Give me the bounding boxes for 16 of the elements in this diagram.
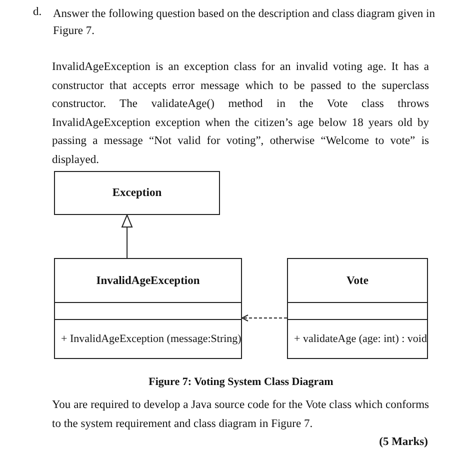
class-box [54,171,220,215]
description-paragraph: InvalidAgeException is an exception class for an invalid voting age. It has a constructor that accepts error message which to be passed to the superclass constructor. The validateAge() method in the Vote class throws InvalidAgeException exception when the citizen’s age below 18 years old by passing a message “Not valid for voting”, otherwise “Welcome to vote” is displayed. [52,60,429,168]
task-instruction: You are required to develop a Java source code for the Vote class which conforms to the system requirement and class diagram in Figure 7. [52,398,429,432]
question-text: Answer the following question based on the description and class diagram given in Figure 7. [53,7,436,39]
class-box [54,258,242,359]
class-box [287,258,428,359]
class-name: InvalidAgeException [96,274,200,286]
question-letter: d. [33,6,43,18]
marks-note: (5 Marks) [378,436,428,448]
method-signature: + InvalidAgeException (message:String) [61,333,242,345]
inheritance-arrow [122,214,133,258]
dependency-arrow [242,314,288,322]
figure-caption: Figure 7: Voting System Class Diagram [148,376,334,388]
method-signature: + validateAge (age: int) : void [294,333,427,345]
class-name: Exception [112,187,162,199]
class-name: Vote [346,274,368,286]
